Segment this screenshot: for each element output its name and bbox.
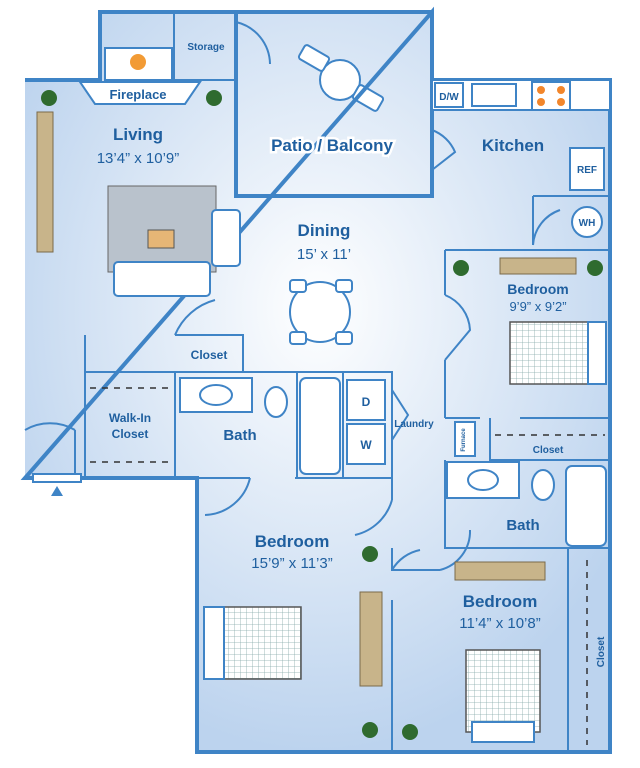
closet-rods [90,387,605,745]
dresser-se [454,561,546,581]
washer [346,423,386,465]
bed-se [465,649,541,733]
water-heater [571,206,603,238]
bedroom-ne-label: Bedroom [507,281,568,297]
sink-east [467,469,499,491]
sink-basin [199,384,233,406]
bedroom-ne-dims: 9’9” x 9’2” [509,299,566,314]
pillows-sw [203,606,225,680]
dishwasher-label: D/W [439,92,459,103]
bath-east-label: Bath [506,517,539,534]
living-dims: 13’4” x 10’9” [97,150,180,167]
nightstand-ne [587,321,607,385]
bed-ne [509,321,591,385]
dresser-sw [359,591,383,687]
coffee-table [147,229,175,249]
bathtub-center [299,377,341,475]
entry-threshold [32,473,82,483]
fireplace-flame-icon [130,54,146,70]
dining-table [289,279,353,345]
bed-sw [214,606,302,680]
water-heater-label: WH [579,218,596,229]
pillows-se [471,721,535,743]
bedroom-se-label: Bedroom [463,592,538,611]
entry-arrow-icon [51,486,63,496]
dining-dims: 15’ x 11’ [297,246,351,263]
living-label: Living [113,125,163,144]
bathtub-east [565,465,607,547]
door-swings [24,129,561,571]
storage-room [173,11,237,81]
closet-right-label: Closet [596,636,607,667]
kitchen-label: Kitchen [482,136,544,155]
fireplace-label: Fireplace [109,87,166,102]
fireplace-hearth [78,81,202,105]
dining-label: Dining [298,221,351,240]
stove [531,81,571,111]
patio-label: Patio / Balcony [271,136,393,155]
walk-in-closet-label-line2: Closet [112,427,149,441]
laundry-label: Laundry [394,419,434,430]
armchair [211,209,241,267]
sink-vanity [179,377,253,413]
refrigerator-label: REF [577,165,597,176]
washer-label: W [360,438,372,452]
sofa [113,261,211,297]
furnace-label: Furnace [461,428,467,452]
storage-label: Storage [187,42,225,53]
living-rug [107,185,217,273]
dresser-ne [499,257,577,275]
kitchen-sink [471,83,517,107]
walk-in-closet-label-line1: Walk-In [109,411,151,425]
bedroom-sw-label: Bedroom [255,532,330,551]
bath-center-label: Bath [223,427,256,444]
dishwasher [434,82,464,108]
dryer-label: D [362,395,371,409]
toilet [264,386,288,418]
bedroom-sw-dims: 15’9” x 11’3” [251,555,332,572]
storage-door-swing [235,21,271,65]
furnace [454,421,476,457]
closet-center-label: Closet [191,348,228,362]
closet-east-label: Closet [533,445,564,456]
dryer [346,379,386,421]
plant-icons [41,90,603,740]
living-tv-console [36,111,54,253]
refrigerator [569,147,605,191]
toilet-east [531,469,555,501]
bedroom-se-dims: 11’4” x 10’8” [459,615,540,632]
